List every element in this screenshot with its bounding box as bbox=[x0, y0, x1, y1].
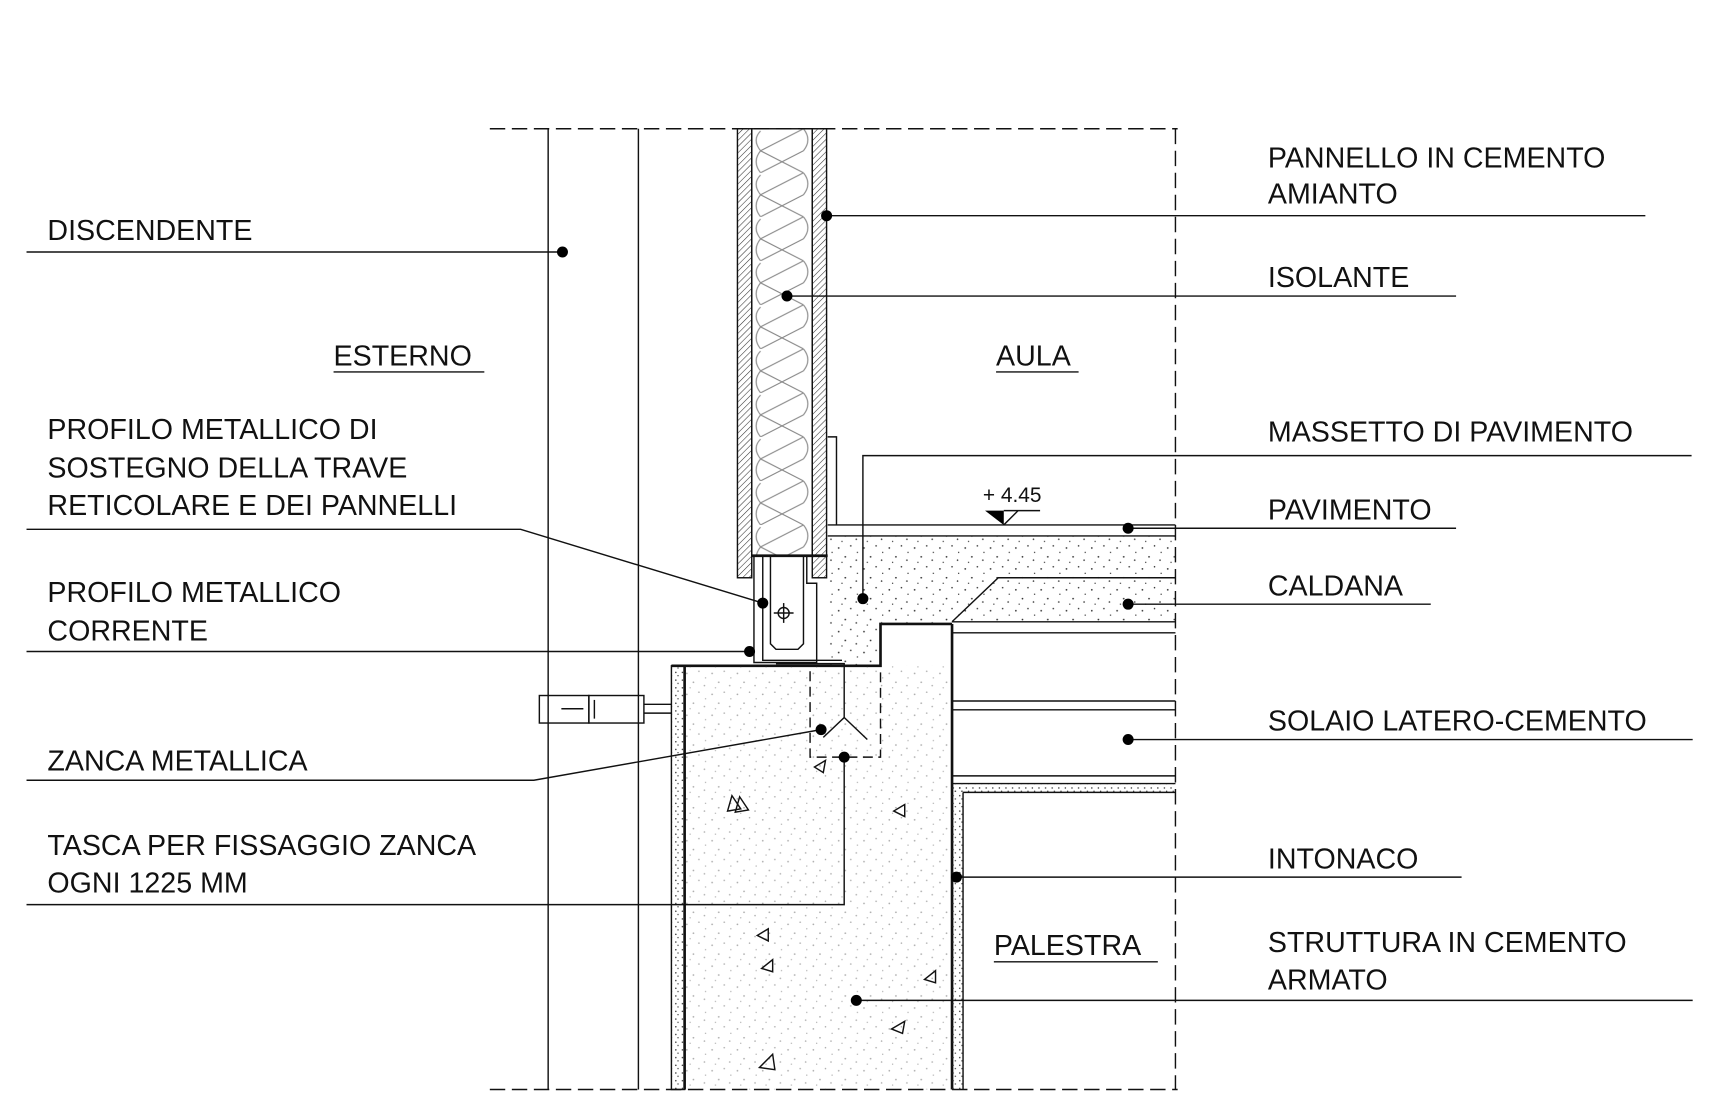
label-pannello-1: PANNELLO IN CEMENTO bbox=[1268, 142, 1606, 174]
label-profilo-sostegno-1: PROFILO METALLICO DI bbox=[47, 414, 377, 446]
insulation bbox=[751, 128, 813, 557]
metal-anchor bbox=[775, 662, 882, 758]
elevation-marker: + 4.45 bbox=[983, 484, 1042, 526]
room-aula: AULA bbox=[996, 340, 1072, 372]
room-esterno: ESTERNO bbox=[334, 340, 472, 372]
label-profilo-sostegno-3: RETICOLARE E DEI PANNELLI bbox=[47, 490, 457, 522]
label-discendente: DISCENDENTE bbox=[47, 215, 252, 247]
label-caldana: CALDANA bbox=[1268, 570, 1404, 602]
right-callouts: PANNELLO IN CEMENTO AMIANTO ISOLANTE MAS… bbox=[781, 142, 1693, 1006]
elevation-text: + 4.45 bbox=[983, 484, 1042, 507]
left-callouts: DISCENDENTE PROFILO METALLICO DI SOSTEGN… bbox=[26, 215, 850, 906]
label-struttura-1: STRUTTURA IN CEMENTO bbox=[1268, 927, 1627, 959]
label-zanca: ZANCA METALLICA bbox=[47, 745, 308, 777]
label-pannello-2: AMIANTO bbox=[1268, 179, 1398, 211]
slab bbox=[952, 621, 1176, 794]
frame-lines bbox=[489, 128, 1178, 1091]
metal-bracket bbox=[751, 554, 842, 664]
label-profilo-corrente-2: CORRENTE bbox=[47, 615, 208, 647]
label-profilo-sostegno-2: SOSTEGNO DELLA TRAVE bbox=[47, 453, 407, 485]
label-intonaco: INTONACO bbox=[1268, 843, 1418, 875]
label-profilo-corrente-1: PROFILO METALLICO bbox=[47, 577, 341, 609]
label-isolante: ISOLANTE bbox=[1268, 262, 1410, 294]
asbestos-cement-panel bbox=[736, 128, 838, 579]
label-tasca-1: TASCA PER FISSAGGIO ZANCA bbox=[47, 830, 477, 862]
label-pavimento: PAVIMENTO bbox=[1268, 494, 1432, 526]
downpipe-bracket bbox=[538, 694, 672, 724]
label-massetto: MASSETTO DI PAVIMENTO bbox=[1268, 416, 1633, 448]
room-labels: ESTERNO AULA PALESTRA bbox=[334, 340, 1158, 963]
label-tasca-2: OGNI 1225 MM bbox=[47, 868, 247, 900]
label-solaio: SOLAIO LATERO-CEMENTO bbox=[1268, 706, 1647, 738]
label-struttura-2: ARMATO bbox=[1268, 964, 1388, 996]
room-palestra: PALESTRA bbox=[994, 930, 1142, 962]
concrete-structure bbox=[670, 623, 964, 1091]
